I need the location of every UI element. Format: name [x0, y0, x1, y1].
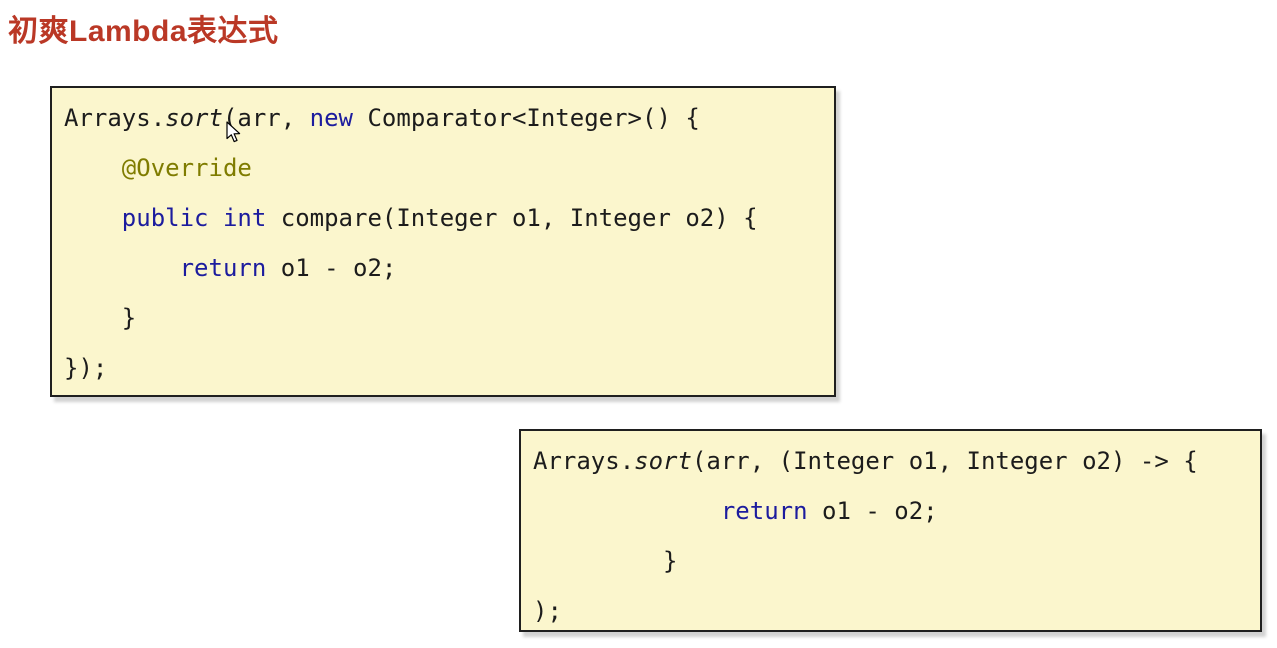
page-title: 初爽Lambda表达式 — [8, 15, 279, 48]
code-box-lambda-expression: Arrays.sort(arr, (Integer o1, Integer o2… — [519, 429, 1262, 632]
code-line: } — [533, 547, 678, 575]
code-line: Arrays.sort(arr, new Comparator<Integer>… — [64, 104, 700, 132]
code-line: }); — [64, 354, 108, 382]
code-line: Arrays.sort(arr, (Integer o1, Integer o2… — [533, 447, 1198, 475]
code-line: return o1 - o2; — [179, 254, 397, 282]
code-line: } — [64, 304, 137, 332]
code-line: @Override — [121, 154, 252, 182]
code-line: return o1 - o2; — [720, 497, 938, 525]
code-box-anonymous-inner-class: Arrays.sort(arr, new Comparator<Integer>… — [50, 86, 836, 397]
code-line: ); — [533, 597, 562, 625]
code-line: public int compare(Integer o1, Integer o… — [121, 204, 758, 232]
